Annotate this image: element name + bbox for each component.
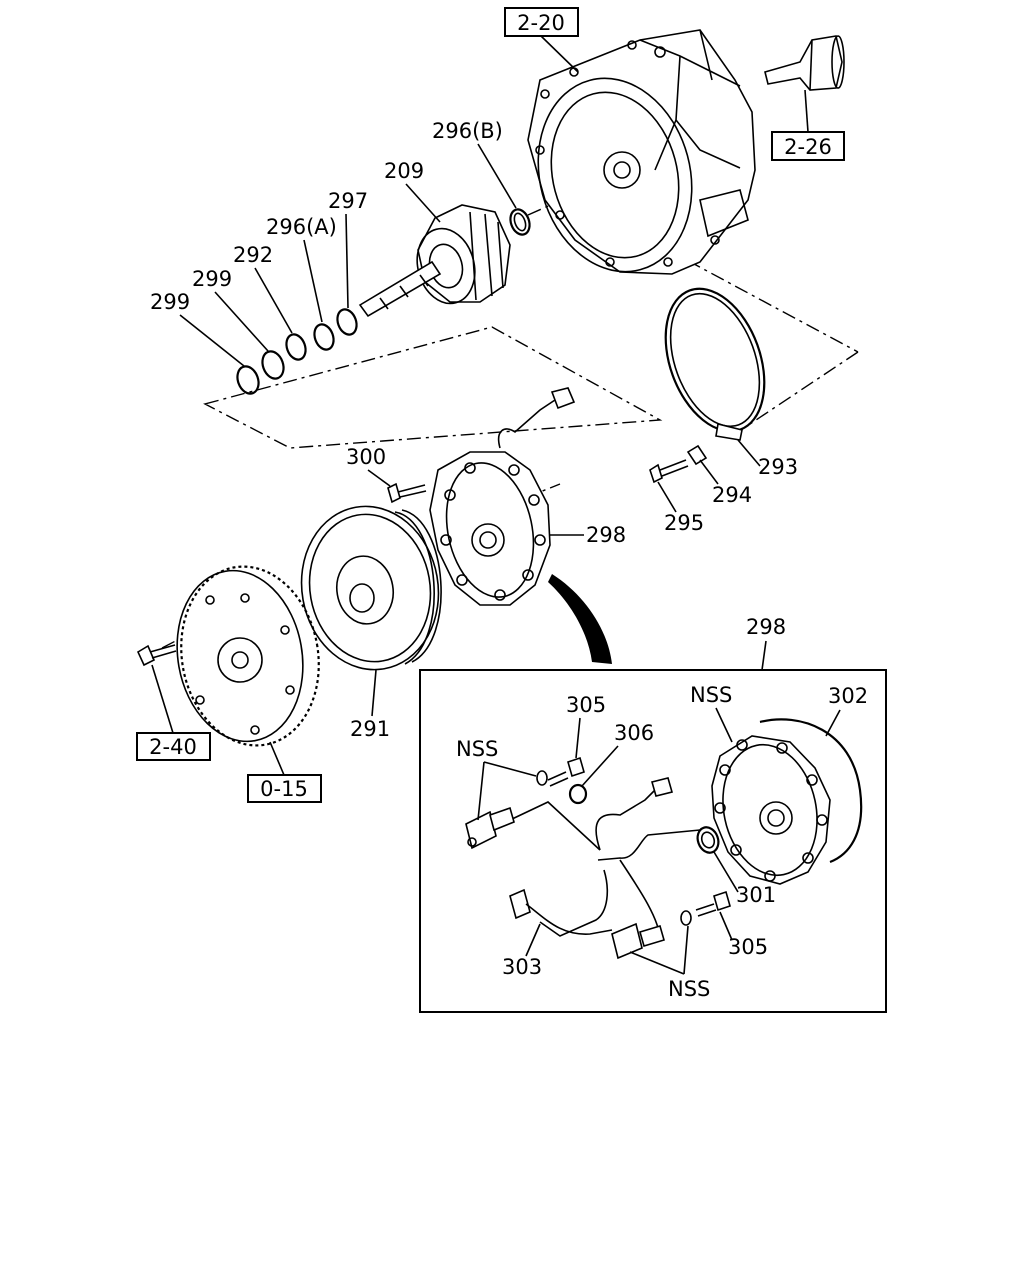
detail-washer-nss-bottom bbox=[680, 910, 692, 926]
label-295: 295 bbox=[664, 511, 704, 535]
detail-clip-306 bbox=[568, 783, 588, 805]
input-shaft-drum bbox=[358, 204, 511, 318]
brake-band bbox=[649, 287, 766, 484]
label-306: 306 bbox=[614, 721, 654, 745]
label-293: 293 bbox=[758, 455, 798, 479]
seal-rings bbox=[236, 208, 531, 395]
detail-solenoid-left bbox=[465, 806, 515, 850]
label-301: 301 bbox=[736, 883, 776, 907]
detail-frame bbox=[419, 669, 887, 1013]
label-299-b: 299 bbox=[150, 290, 190, 314]
label-292: 292 bbox=[233, 243, 273, 267]
ref-label-2-20: 2-20 bbox=[517, 11, 565, 35]
detail-pointer-arrow bbox=[548, 574, 612, 664]
leader-2-40 bbox=[151, 664, 174, 734]
leader-2-26 bbox=[804, 89, 809, 133]
label-298-main: 298 bbox=[586, 523, 626, 547]
ref-box-2-20 bbox=[504, 7, 579, 37]
detail-washer-nss-left bbox=[536, 770, 548, 786]
ref-label-0-15: 0-15 bbox=[260, 777, 308, 801]
ref-label-2-26: 2-26 bbox=[784, 135, 832, 159]
label-nss-top: NSS bbox=[690, 683, 732, 707]
torque-converter bbox=[300, 505, 442, 671]
ref-box-0-15 bbox=[247, 774, 322, 803]
output-shaft-part bbox=[764, 35, 845, 91]
ref-label-2-40: 2-40 bbox=[149, 735, 197, 759]
label-297: 297 bbox=[328, 189, 368, 213]
label-298-detail: 298 bbox=[746, 615, 786, 639]
detail-callouts: 305 306 NSS NSS 302 301 305 303 NSS bbox=[456, 683, 868, 1001]
label-nss-left: NSS bbox=[456, 737, 498, 761]
detail-sensor-303 bbox=[509, 888, 613, 935]
label-305-bottom: 305 bbox=[728, 935, 768, 959]
transmission-case bbox=[527, 29, 756, 275]
label-299-a: 299 bbox=[192, 267, 232, 291]
label-296a: 296(A) bbox=[266, 215, 337, 239]
bolt-drive-plate bbox=[136, 644, 177, 667]
label-300: 300 bbox=[346, 445, 386, 469]
ref-box-2-40 bbox=[136, 732, 211, 761]
label-nss-bottom: NSS bbox=[668, 977, 710, 1001]
detail-wiring-harness bbox=[509, 777, 701, 941]
detail-bolt-305-bottom bbox=[695, 890, 731, 917]
detail-solenoid-right bbox=[611, 922, 665, 960]
detail-pump-body bbox=[696, 718, 863, 885]
label-305-top: 305 bbox=[566, 693, 606, 717]
detail-bolt-305-top bbox=[547, 756, 585, 787]
label-291: 291 bbox=[350, 717, 390, 741]
bolt-300 bbox=[387, 482, 427, 504]
ref-box-2-26 bbox=[771, 131, 845, 161]
label-302: 302 bbox=[828, 684, 868, 708]
leader-2-20 bbox=[540, 35, 579, 73]
leader-0-15 bbox=[269, 741, 285, 776]
main-callouts: 296(B) 209 297 296(A) 292 299 299 300 29… bbox=[150, 119, 798, 741]
label-209: 209 bbox=[384, 159, 424, 183]
label-294: 294 bbox=[712, 483, 752, 507]
label-296b: 296(B) bbox=[432, 119, 503, 143]
leader-298-detail bbox=[761, 640, 767, 671]
oil-pump-assembly bbox=[429, 387, 576, 606]
drive-plate bbox=[176, 565, 320, 747]
label-303: 303 bbox=[502, 955, 542, 979]
